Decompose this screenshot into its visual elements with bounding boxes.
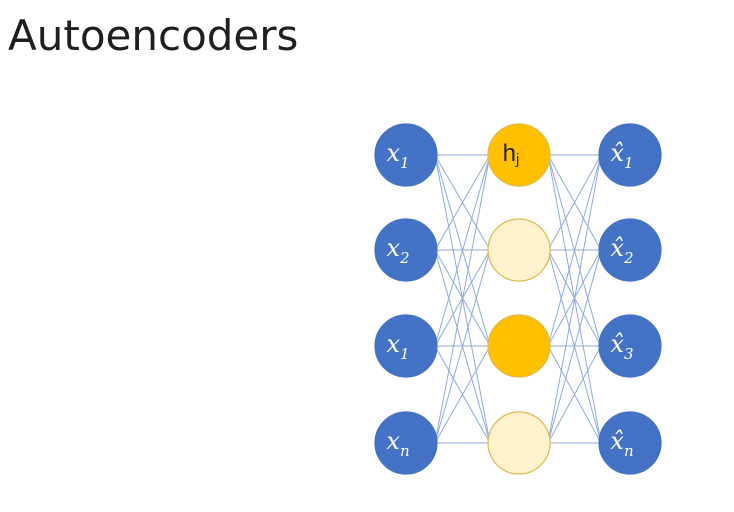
connections [434, 154, 602, 444]
connection-input-hidden [434, 249, 491, 444]
output-node-circle [598, 314, 662, 378]
output-node-circle [598, 123, 662, 187]
input-node: x1 [374, 314, 438, 378]
output-node-label: x̂n [610, 427, 633, 460]
connection-input-hidden [434, 154, 491, 251]
hidden-node-label: hj [503, 140, 520, 168]
output-node-label: x̂1 [610, 139, 633, 172]
input-node-circle [374, 314, 438, 378]
connection-input-hidden [434, 345, 491, 444]
connection-input-hidden [434, 154, 491, 347]
input-node-label: xn [386, 427, 409, 460]
hidden-node [487, 218, 551, 282]
hidden-node-circle [487, 314, 551, 378]
input-node-label: x1 [386, 330, 409, 363]
input-node-label: x2 [386, 234, 409, 267]
output-node-label: x̂2 [610, 234, 633, 267]
connection-input-hidden [434, 154, 491, 444]
output-node-label: x̂3 [610, 330, 633, 363]
output-node: x̂1 [598, 123, 662, 187]
hidden-node-circle [487, 411, 551, 475]
input-node: x2 [374, 218, 438, 282]
output-node: x̂3 [598, 314, 662, 378]
input-node: xn [374, 411, 438, 475]
hidden-node: hj [487, 123, 551, 187]
connection-hidden-output [547, 345, 602, 444]
output-node: x̂2 [598, 218, 662, 282]
hidden-node [487, 314, 551, 378]
input-node-circle [374, 411, 438, 475]
nodes: x1 x2 x1 xn hj x̂1 x̂2 x̂3 x̂n [374, 123, 662, 475]
hidden-node [487, 411, 551, 475]
output-node: x̂n [598, 411, 662, 475]
input-node-circle [374, 123, 438, 187]
input-node-label: x1 [386, 139, 409, 172]
hidden-node-circle [487, 123, 551, 187]
output-node-circle [598, 411, 662, 475]
input-node-circle [374, 218, 438, 282]
input-node: x1 [374, 123, 438, 187]
connection-hidden-output [547, 154, 602, 444]
connection-hidden-output [547, 154, 602, 347]
output-node-circle [598, 218, 662, 282]
connection-hidden-output [547, 249, 602, 444]
hidden-node-circle [487, 218, 551, 282]
slide-title: Autoencoders [8, 11, 299, 60]
connection-hidden-output [547, 154, 602, 251]
